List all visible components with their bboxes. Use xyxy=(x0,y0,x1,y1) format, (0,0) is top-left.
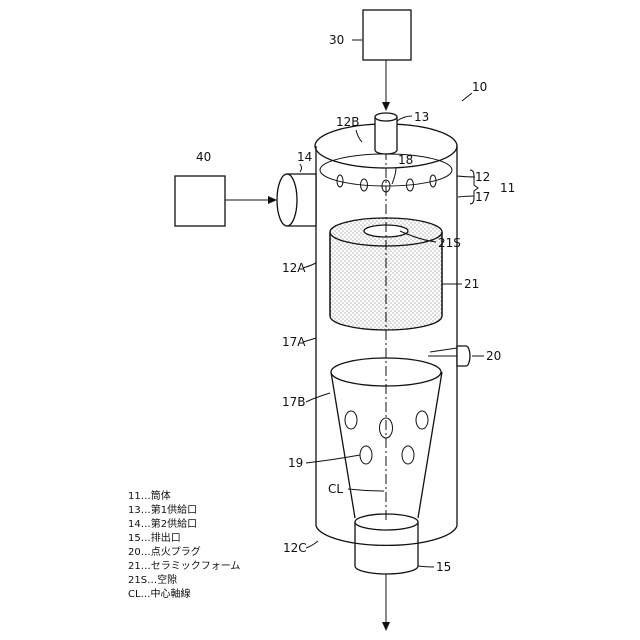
legend-item: CL…中心軸線 xyxy=(128,587,191,600)
label-10: 10 xyxy=(472,80,487,94)
label-11: 11 xyxy=(500,181,515,195)
legend-item: 11…筒体 xyxy=(128,489,171,502)
label-12C: 12C xyxy=(283,541,307,555)
ignition-plug-20 xyxy=(457,346,470,366)
legend-item: 14…第2供給口 xyxy=(128,517,197,530)
label-17A: 17A xyxy=(282,335,306,349)
label-15: 15 xyxy=(436,560,451,574)
legend-item: 15…排出口 xyxy=(128,531,181,544)
inlet-13 xyxy=(375,117,397,154)
label-21S: 21S xyxy=(438,236,461,250)
label-17: 17 xyxy=(475,190,490,204)
legend-item: 21…セラミックフォーム xyxy=(128,560,240,572)
label-19: 19 xyxy=(288,456,303,470)
outlet-bottom xyxy=(355,566,418,574)
label-20: 20 xyxy=(486,349,501,363)
label-40: 40 xyxy=(196,150,211,164)
label-14: 14 xyxy=(297,150,312,164)
label-21: 21 xyxy=(464,277,479,291)
label-18: 18 xyxy=(398,153,413,167)
label-13: 13 xyxy=(414,110,429,124)
label-12A: 12A xyxy=(282,261,306,275)
box-40 xyxy=(175,176,225,226)
label-17B: 17B xyxy=(282,395,306,409)
label-12B: 12B xyxy=(336,115,360,129)
label-30: 30 xyxy=(329,33,344,47)
inlet-14-face xyxy=(277,174,297,226)
label-12: 12 xyxy=(475,170,490,184)
legend-item: 13…第1供給口 xyxy=(128,503,197,516)
box-30 xyxy=(363,10,411,60)
legend: 11…筒体 13…第1供給口 14…第2供給口 15…排出口 20…点火プラグ … xyxy=(128,489,240,600)
legend-item: 21S…空隙 xyxy=(128,573,177,586)
label-CL: CL xyxy=(328,482,343,496)
inlet-13-top xyxy=(375,113,397,121)
plug-tip-2 xyxy=(430,348,457,352)
legend-item: 20…点火プラグ xyxy=(128,545,201,558)
